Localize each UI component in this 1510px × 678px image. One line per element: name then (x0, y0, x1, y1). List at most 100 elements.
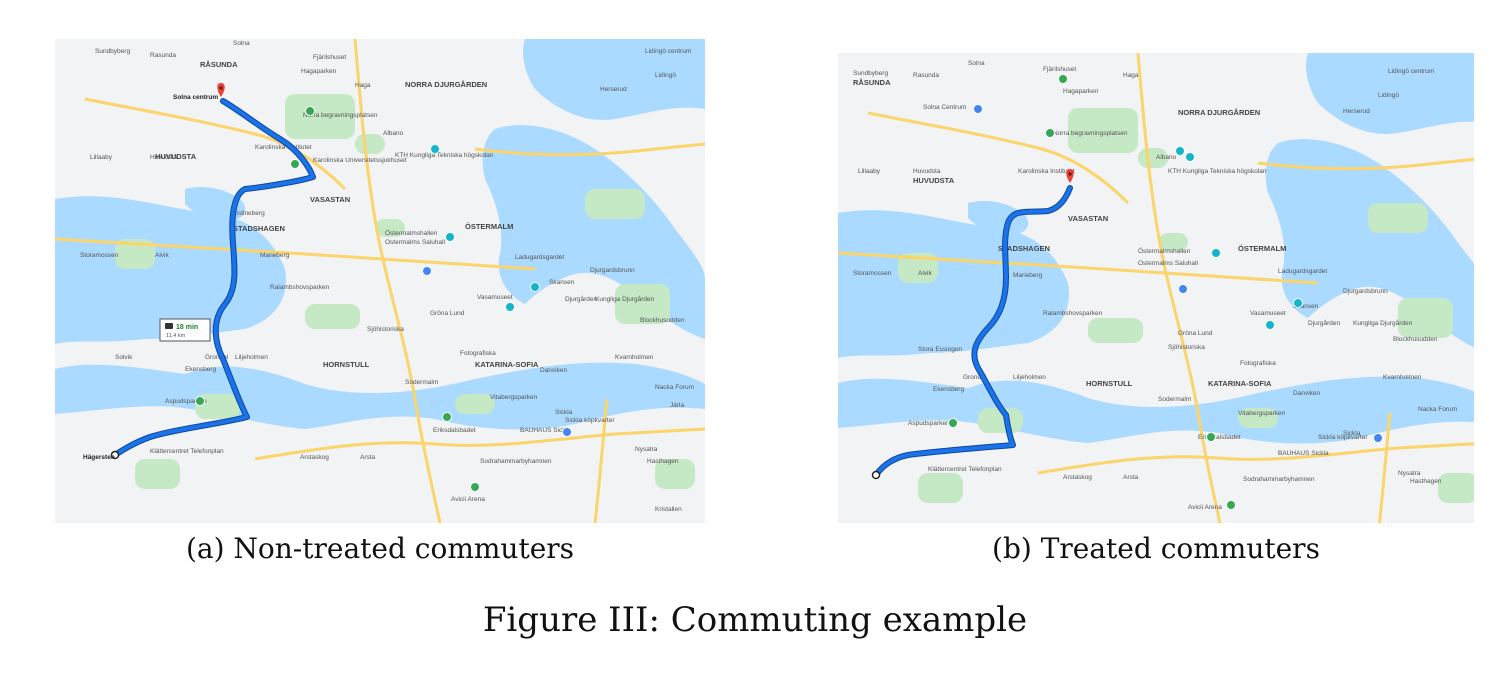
origin-label: Hägersten (83, 454, 115, 461)
place-label: Gröna Lund (430, 310, 465, 317)
place-label: Norra begravningsplatsen (1053, 130, 1128, 137)
place-label: Liljeholmen (235, 354, 268, 361)
destination-label: Solna centrum (173, 94, 218, 101)
place-label: Djurgården (1308, 319, 1341, 327)
place-label: Arsta (360, 454, 376, 461)
place-label: Sjöhistoriska (1168, 344, 1205, 351)
place-label: Sodrahammarbyhamnen (1243, 476, 1315, 483)
park-area-7 (585, 189, 645, 219)
figure-title: Figure III: Commuting example (482, 600, 1028, 640)
place-label: BAUHAUS Sickla (1278, 450, 1329, 457)
park-area-9 (1158, 233, 1188, 251)
place-label: Lidingö (655, 72, 676, 79)
place-label: Järla (670, 402, 684, 409)
poi-icon-7 (1178, 284, 1188, 294)
place-label: Vitabergsparken (1238, 410, 1286, 417)
place-label: Grondal (205, 354, 229, 361)
district-label: KATARINA-SOFIA (475, 360, 539, 369)
park-area-5 (1238, 408, 1278, 428)
place-label: Fotografiska (460, 350, 496, 357)
place-label: Kungliga Djurgården (1353, 319, 1413, 327)
place-label: Sickla köpkvarter (565, 417, 615, 424)
place-label: Lidingö centrum (645, 48, 691, 55)
place-label: Nacka Forum (655, 384, 694, 391)
place-label: Ralambshovsparken (270, 284, 330, 291)
district-label: HUVUDSTA (913, 176, 955, 185)
place-label: Norra begravningsplatsen (303, 112, 378, 119)
place-label: Grondal (963, 374, 987, 381)
district-label: STADSHAGEN (998, 244, 1050, 253)
place-label: Hagaparken (1063, 88, 1099, 95)
park-area-3 (615, 284, 670, 324)
place-label: Blockhusudden (640, 317, 685, 324)
place-label: Sundbyberg (95, 48, 130, 55)
place-label: Östermalmshallen (385, 229, 438, 237)
district-label: HUVUDSTA (155, 152, 197, 161)
place-label: Solvik (115, 354, 133, 361)
place-label: Storamossen (853, 270, 892, 277)
poi-icon-2 (290, 159, 300, 169)
place-label: BAUHAUS Sickla (520, 427, 571, 434)
destination-pin-dot (219, 86, 223, 90)
place-label: Arstaskog (1063, 474, 1092, 481)
route-line (113, 99, 315, 457)
place-label: Huvudsta (150, 154, 178, 161)
park-area-11 (135, 459, 180, 489)
park-area-11 (918, 473, 963, 503)
major-road-6 (593, 398, 609, 523)
district-label: KATARINA-SOFIA (1208, 379, 1272, 388)
place-label: Lidingö (1378, 92, 1399, 99)
park-area-4 (305, 304, 360, 329)
place-label: Rasunda (913, 72, 939, 79)
major-road-2 (353, 39, 442, 523)
poi-icon-8 (195, 396, 205, 406)
district-label: STADSHAGEN (233, 224, 285, 233)
place-label: Ostermalms Saluhall (385, 239, 446, 246)
major-road-3 (474, 142, 705, 157)
poi-icon-3 (1175, 146, 1185, 156)
route-duration: 18 min (176, 324, 198, 331)
route-line (874, 186, 1072, 477)
place-label: Herserud (1343, 108, 1370, 115)
place-label: Hagaparken (301, 68, 337, 75)
park-area-7 (1368, 203, 1428, 233)
place-label: Djurgården (565, 295, 598, 303)
park-area-3 (1398, 298, 1453, 338)
place-label: Skansen (549, 279, 575, 286)
place-label: Skansen (1293, 303, 1319, 310)
district-label: NORRA DJURGÅRDEN (405, 80, 487, 89)
park-area-10 (655, 459, 695, 489)
place-label: Kvarnholmen (615, 354, 654, 361)
park-area-4 (1088, 318, 1143, 343)
district-label: HORNSTULL (323, 360, 370, 369)
poi-icon-4 (445, 232, 455, 242)
district-label: RÅSUNDA (200, 60, 238, 69)
place-label: Vasamuseet (1250, 310, 1286, 317)
place-label: Kvarnholmen (1383, 374, 1422, 381)
district-label: RÅSUNDA (853, 78, 891, 87)
origin-marker (871, 470, 881, 480)
water-body-4 (523, 39, 705, 120)
place-label: Sodrahammarbyhamnen (480, 458, 552, 465)
park-area-5 (455, 394, 495, 414)
caption-a: (a) Non-treated commuters (185, 532, 575, 565)
place-label: Karolinska Universitetssjukhuset (313, 157, 407, 164)
poi-icon-6 (1211, 248, 1221, 258)
water-body-1 (838, 210, 1069, 358)
place-label: Stora Essingen (918, 346, 962, 353)
place-label: Avicii Arena (451, 496, 485, 503)
poi-icon-11 (1206, 432, 1216, 442)
place-label: Haga (355, 82, 371, 89)
water-body-5 (968, 201, 1029, 236)
district-label: VASASTAN (310, 195, 350, 204)
map-a-svg: RÅSUNDA NORRA DJURGÅRDEN HUVUDSTA VASASTAN Ö… (55, 39, 705, 523)
place-label: Arsta (1123, 474, 1139, 481)
poi-icon-1 (1058, 74, 1068, 84)
place-label: Sodermalm (405, 379, 438, 386)
poi-icon-7 (505, 302, 515, 312)
place-label: Sickla köpkvarter (1318, 434, 1368, 441)
place-label: Eriksdalsbadet (433, 427, 476, 434)
place-label: Solna (233, 40, 250, 47)
place-label: Herserud (600, 86, 627, 93)
